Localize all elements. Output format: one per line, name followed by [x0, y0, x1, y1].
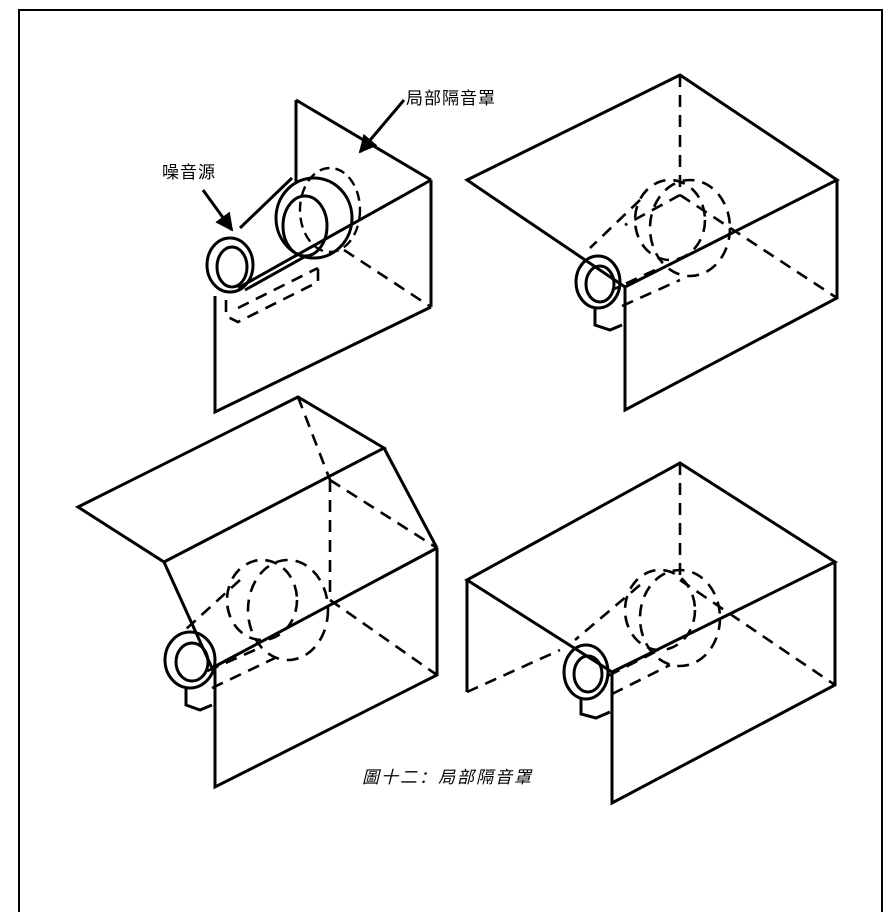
figure-caption: 圖十二：局部隔音罩: [362, 768, 533, 788]
figure-frame: [18, 9, 883, 912]
panel-3-angled-hood: [74, 395, 439, 790]
panel-4-motor: [562, 568, 722, 720]
panel-3-motor: [163, 558, 330, 712]
noise-source-arrow: [201, 189, 234, 232]
enclosure-arrow: [358, 99, 406, 154]
panel-1-partial-wall: [201, 98, 433, 415]
enclosure-label: 局部隔音罩: [406, 89, 496, 109]
noise-source-label: 噪音源: [162, 163, 216, 183]
noise-source-motor: [205, 166, 362, 324]
panel-2-motor: [574, 178, 732, 332]
panel-4-open-hood: [464, 461, 839, 806]
panel-2-top-hood: [464, 73, 840, 413]
